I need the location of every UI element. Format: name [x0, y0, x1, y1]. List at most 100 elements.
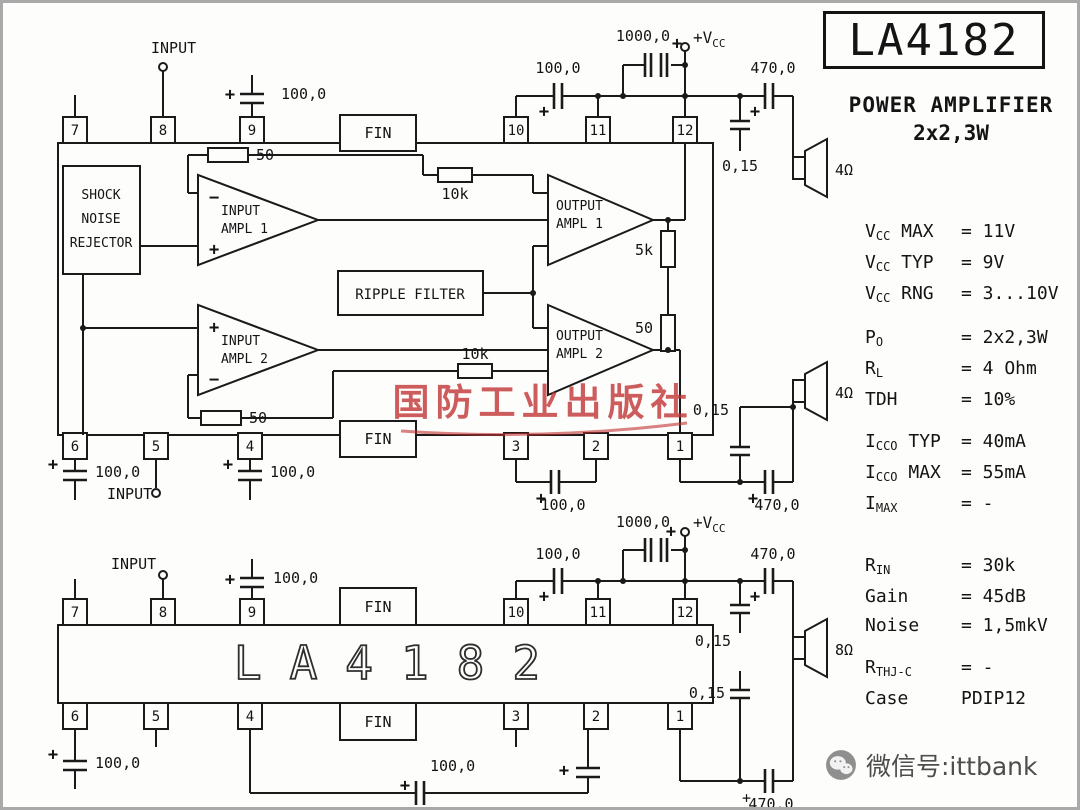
speaker-ch1	[792, 137, 828, 199]
fin-tab	[339, 702, 417, 741]
spec-row: Case PDIP12	[865, 684, 1077, 713]
fin-label: FIN	[364, 598, 391, 616]
speaker-8ohm	[792, 617, 828, 679]
spec-value: = 9V	[961, 252, 1005, 273]
input-ampl-2-triangle	[197, 303, 321, 397]
part-number: LA4182	[848, 14, 1020, 66]
junction-dots	[595, 547, 743, 784]
spec-value: = 3...10V	[961, 283, 1059, 304]
pin-label-7: 7	[71, 123, 79, 139]
spec-name: ICCO TYP	[865, 431, 941, 453]
cap-label: 470,0	[748, 795, 793, 810]
fin-tab	[339, 420, 417, 458]
speaker-ch2	[792, 360, 828, 422]
cap-label: 470,0	[750, 59, 795, 77]
pin-label-4: 4	[246, 439, 254, 455]
shock-noise-rejector-block	[62, 165, 141, 275]
pin-label-10: 10	[508, 123, 525, 139]
internal-wires	[82, 143, 686, 435]
pin-label-9: 9	[248, 605, 256, 621]
fin-label: FIN	[364, 430, 391, 448]
pin-label-4: 4	[246, 709, 254, 725]
resistor-50-feedback2	[200, 410, 242, 426]
spec-row: ICCO MAX= 55mA	[865, 458, 1077, 489]
pin-label-9: 9	[248, 123, 256, 139]
polarity-plus: +	[539, 587, 549, 607]
block-label: NOISE	[81, 212, 120, 227]
spec-name: Gain	[865, 586, 909, 607]
pin-label-6: 6	[71, 709, 79, 725]
polarity-plus: +	[536, 489, 546, 509]
watermark-underline	[400, 421, 688, 437]
pin-label-11: 11	[590, 123, 607, 139]
cap-label: 100,0	[95, 463, 140, 481]
polarity-plus: +	[748, 489, 758, 509]
vcc-label: +VCC	[693, 28, 726, 50]
vcc-terminal	[680, 527, 690, 537]
cap-label: 100,0	[273, 569, 318, 587]
resistor-label: 10k	[461, 345, 488, 363]
block-label: OUTPUT	[556, 329, 603, 344]
input-ampl-1-triangle	[197, 173, 321, 267]
polarity-plus: +	[750, 102, 760, 122]
spec-value: = 45dB	[961, 586, 1027, 607]
spec-value: PDIP12	[961, 688, 1027, 709]
pin-label-5: 5	[152, 439, 160, 455]
resistor-10k-ch2	[457, 363, 493, 379]
cap-label: 1000,0	[616, 513, 670, 531]
resistor-label: 50	[635, 319, 653, 337]
speaker-label: 4Ω	[835, 161, 853, 179]
cap-label: 0,15	[689, 684, 725, 702]
polarity-plus: +	[48, 745, 58, 765]
polarity-plus: +	[666, 522, 676, 542]
cap-label: 470,0	[750, 545, 795, 563]
spec-name: Noise	[865, 615, 920, 636]
pin-label-8: 8	[159, 605, 167, 621]
plus-sign: +	[209, 318, 219, 338]
ic-bottom-pins: 6 5 4 3 2 1	[62, 702, 693, 730]
schematic-canvas: 7 8 9 10 11 12 6 5 4 3 2 1 FIN FIN	[48, 27, 853, 810]
input-terminal	[151, 488, 161, 498]
spec-value: = 1,5mkV	[961, 615, 1048, 636]
block-label: RIPPLE FILTER	[355, 287, 465, 303]
block-label: INPUT	[221, 204, 260, 219]
input-label: INPUT	[111, 555, 156, 573]
vcc-label: +VCC	[693, 513, 726, 535]
spec-row: ICCO TYP= 40mA	[865, 427, 1077, 458]
spec-row: VCC MAX= 11V	[865, 217, 1077, 248]
spec-name: RL	[865, 358, 884, 380]
polarity-plus: +	[539, 102, 549, 122]
input-terminal	[158, 62, 168, 72]
wechat-icon	[826, 750, 856, 780]
part-number-box: LA4182	[823, 11, 1045, 69]
resistor-50-feedback1	[207, 147, 249, 163]
spec-value: = -	[961, 657, 994, 678]
spec-row: RL = 4 Ohm	[865, 354, 1077, 385]
resistor-label: 50	[249, 409, 267, 427]
spec-name: VCC RNG	[865, 283, 934, 305]
input-terminal	[158, 570, 168, 580]
input-label: INPUT	[107, 485, 152, 503]
speaker-label: 4Ω	[835, 384, 853, 402]
junction-dots	[80, 62, 796, 485]
spec-row: VCC TYP= 9V	[865, 248, 1077, 279]
cap-label: 470,0	[754, 496, 799, 514]
pin-label-5: 5	[152, 709, 160, 725]
block-label: AMPL 1	[556, 217, 603, 232]
block-label: REJECTOR	[70, 236, 133, 251]
spec-row: IMAX= -	[865, 489, 1077, 520]
pin-label-3: 3	[512, 709, 520, 725]
block-label: AMPL 2	[556, 347, 603, 362]
cap-label: 100,0	[540, 496, 585, 514]
resistor-50-bridge	[660, 314, 676, 352]
external-wires	[74, 536, 794, 794]
pin-label-7: 7	[71, 605, 79, 621]
cap-label: 100,0	[281, 85, 326, 103]
fin-tab	[339, 114, 417, 152]
spec-name: Case	[865, 688, 909, 709]
cap-label: 1000,0	[616, 27, 670, 45]
spec-value: = 4 Ohm	[961, 358, 1037, 379]
spec-name: PO	[865, 327, 884, 349]
fin-label: FIN	[364, 124, 391, 142]
